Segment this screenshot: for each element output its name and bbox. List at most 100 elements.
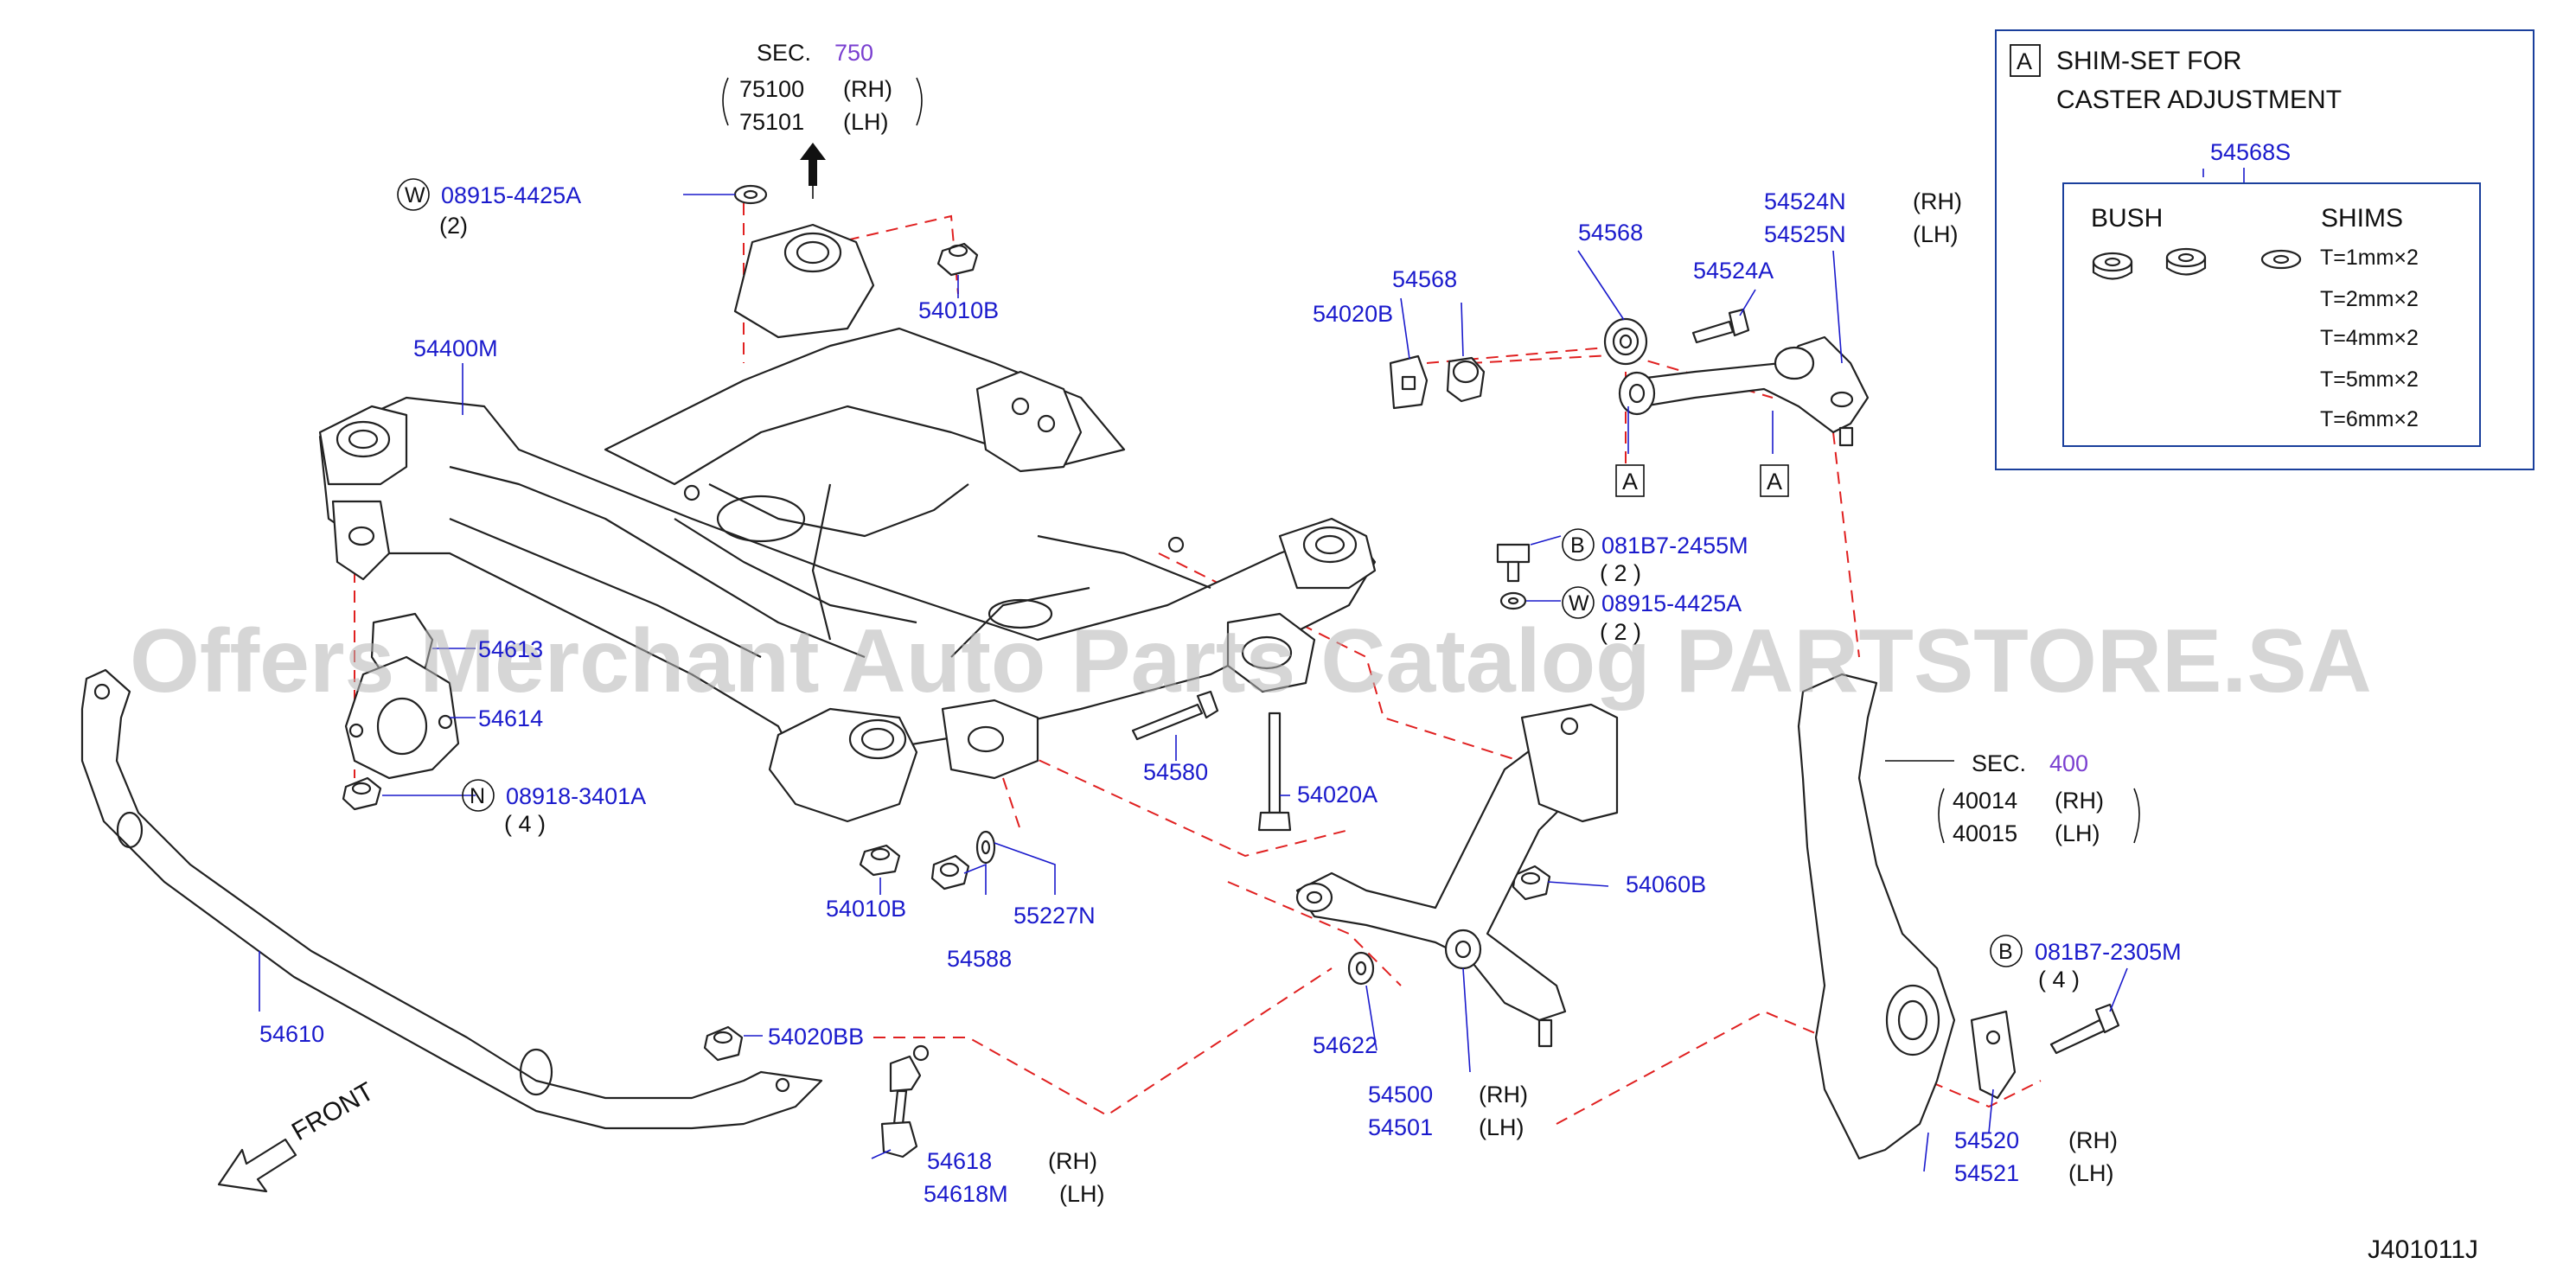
legend-symbol: A [2017, 48, 2032, 74]
shim-5: T=6mm×2 [2320, 407, 2419, 431]
w-symbol-top [397, 178, 430, 211]
side-54618M: (LH) [1059, 1181, 1105, 1207]
shim-icon [2260, 249, 2302, 270]
b-symbol-upper [1562, 528, 1595, 561]
label-54613[interactable]: 54613 [478, 636, 543, 662]
part-75101-side: (LH) [843, 109, 889, 135]
diagram-code: J401011J [2368, 1235, 2478, 1264]
label-54010B-top[interactable]: 54010B [918, 297, 999, 323]
part-75100-number: 75100 [739, 76, 804, 102]
side-54500: (RH) [1479, 1082, 1528, 1107]
label-081B7-2455M[interactable]: 081B7-2455M [1601, 533, 1748, 559]
sec400-link[interactable]: 400 [2049, 750, 2088, 776]
fasteners[interactable] [342, 184, 2120, 1062]
stabilizer-connecting-rod[interactable] [880, 1044, 930, 1159]
label-54501[interactable]: 54501 [1368, 1114, 1433, 1140]
part-40014-number: 40014 [1953, 788, 2017, 814]
part-40015-number: 40015 [1953, 820, 2017, 846]
label-54020B[interactable]: 54020B [1313, 301, 1393, 327]
label-54622[interactable]: 54622 [1313, 1032, 1377, 1058]
part-40015-side: (LH) [2055, 820, 2100, 846]
box-a-1: A [1622, 469, 1638, 495]
sec750-prefix: SEC. [757, 40, 811, 66]
sec400-prefix: SEC. [1972, 750, 2026, 776]
label-54400M[interactable]: 54400M [413, 335, 498, 361]
label-55227N[interactable]: 55227N [1013, 903, 1096, 929]
svg-text:B: B [1570, 533, 1585, 558]
legend-bush-label: BUSH [2091, 204, 2163, 233]
bushing-54568[interactable] [1389, 354, 1486, 410]
label-54521[interactable]: 54521 [1954, 1160, 2019, 1186]
label-54568-right[interactable]: 54568 [1578, 220, 1643, 246]
callout-labels: SEC. 750 75100 (RH) 75101 (LH) W 08915-4… [259, 40, 2182, 1207]
label-54618M[interactable]: 54618M [924, 1181, 1008, 1207]
front-label: FRONT [287, 1077, 379, 1146]
side-54521: (LH) [2068, 1160, 2114, 1186]
shim-1: T=1mm×2 [2320, 246, 2419, 270]
legend-shims-label: SHIMS [2321, 204, 2403, 233]
label-08915-4425A-top[interactable]: 08915-4425A [441, 182, 581, 208]
b-symbol-lower [1990, 935, 2023, 967]
shim-3: T=4mm×2 [2320, 326, 2419, 350]
side-54618: (RH) [1048, 1148, 1097, 1174]
box-a-2-frame [1760, 464, 1789, 497]
sec750-link[interactable]: 750 [834, 40, 873, 66]
front-arrow-icon: FRONT [217, 1077, 379, 1193]
watermark: Offers Merchant Auto Parts Catalog PARTS… [130, 611, 2372, 712]
qty-w-top: (2) [439, 213, 468, 239]
shim-4: T=5mm×2 [2320, 367, 2419, 392]
label-54618[interactable]: 54618 [927, 1148, 992, 1174]
n-symbol [462, 779, 495, 812]
lower-transverse-link[interactable] [1295, 703, 1619, 1048]
legend-title-line1: SHIM-SET FOR [2056, 47, 2241, 75]
legend-set-number[interactable]: 54568S [2210, 139, 2291, 165]
label-54524A[interactable]: 54524A [1693, 258, 1774, 284]
label-081B7-2305M[interactable]: 081B7-2305M [2035, 939, 2182, 965]
label-54568-left[interactable]: 54568 [1392, 266, 1457, 292]
legend-title-line2: CASTER ADJUSTMENT [2056, 86, 2342, 114]
label-54060B[interactable]: 54060B [1626, 871, 1706, 897]
svg-text:W: W [1569, 591, 1589, 616]
qty-b-lower: ( 4 ) [2038, 967, 2080, 993]
part-75100-side: (RH) [843, 76, 892, 102]
steering-knuckle[interactable] [1797, 673, 2017, 1160]
label-08915-4425A-mid[interactable]: 08915-4425A [1601, 590, 1742, 616]
label-54010B-bottom[interactable]: 54010B [826, 896, 906, 922]
side-54524N: (RH) [1913, 188, 1962, 214]
w-symbol-mid [1562, 586, 1595, 619]
side-54501: (LH) [1479, 1114, 1525, 1140]
suspension-member[interactable] [318, 223, 1377, 823]
label-54020BB[interactable]: 54020BB [768, 1024, 864, 1050]
shim-set-legend: A SHIM-SET FOR CASTER ADJUSTMENT 54568S … [1995, 29, 2534, 470]
svg-text:W: W [405, 183, 425, 207]
label-54520[interactable]: 54520 [1954, 1127, 2019, 1153]
label-54580[interactable]: 54580 [1143, 759, 1208, 785]
box-a-1-frame [1615, 464, 1645, 497]
side-54520: (RH) [2068, 1127, 2118, 1153]
stabilizer-bar[interactable] [80, 668, 823, 1130]
label-54500[interactable]: 54500 [1368, 1082, 1433, 1107]
part-75101-number: 75101 [739, 109, 804, 135]
label-54524N[interactable]: 54524N [1764, 188, 1846, 214]
legend-box-a [2010, 44, 2041, 77]
label-54610[interactable]: 54610 [259, 1021, 324, 1047]
label-54614[interactable]: 54614 [478, 705, 543, 731]
assembly-lines [354, 203, 2042, 1125]
label-54525N[interactable]: 54525N [1764, 221, 1846, 247]
label-08918-3401A[interactable]: 08918-3401A [506, 783, 646, 809]
svg-text:B: B [1998, 940, 2013, 964]
side-54525N: (LH) [1913, 221, 1959, 247]
svg-text:N: N [470, 784, 485, 808]
upper-link-arm[interactable] [1603, 317, 1870, 447]
qty-w-mid: ( 2 ) [1600, 619, 1641, 645]
stabilizer-bush-clamp[interactable] [344, 612, 460, 780]
label-54020A[interactable]: 54020A [1297, 782, 1377, 807]
up-arrow-icon [800, 143, 826, 186]
bush-icon [2092, 247, 2207, 280]
shim-2: T=2mm×2 [2320, 287, 2419, 311]
label-54588[interactable]: 54588 [947, 946, 1012, 972]
part-40014-side: (RH) [2055, 788, 2104, 814]
leader-lines [259, 164, 2204, 1172]
qty-b-upper: ( 2 ) [1600, 560, 1641, 586]
